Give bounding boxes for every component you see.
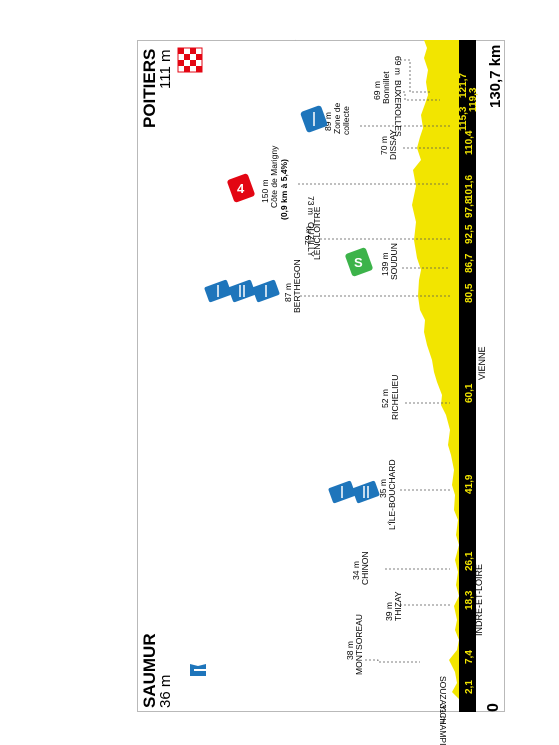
svg-text:SOUDUN: SOUDUN [389, 243, 399, 280]
km-mark: 115,3 [458, 106, 469, 131]
svg-text:BUXEROLLES: BUXEROLLES [393, 80, 403, 137]
place-thizay: 39 m THIZAY [384, 591, 403, 621]
start-header: SAUMUR 36 m [140, 633, 208, 708]
km-mark: 97,8 [464, 198, 475, 218]
sprint-marker-soudun: S [345, 247, 373, 277]
place-buxerolles: 69 m BUXEROLLES [393, 56, 403, 137]
start-alt: 36 m [157, 675, 174, 708]
finish-name: POITIERS [140, 49, 159, 128]
svg-text:MONTSOREAU: MONTSOREAU [354, 614, 364, 675]
bonus-flag-icon [352, 480, 380, 504]
km-mark: 92,5 [464, 224, 475, 244]
finish-alt: 111 m [157, 50, 174, 89]
bonus-flag-icon [204, 279, 232, 303]
svg-text:69 m: 69 m [393, 56, 403, 75]
svg-text:69 m: 69 m [372, 81, 382, 100]
km-mark: 86,7 [464, 253, 475, 273]
place-lencloitre: 79 m LENCLOÎTRE [303, 206, 322, 260]
svg-text:OUZILLY: OUZILLY [306, 222, 316, 257]
km-mark: 18,3 [464, 590, 475, 610]
svg-text:38 m: 38 m [345, 641, 355, 660]
km-mark: 121,7 [458, 73, 469, 98]
place-berthegon: 87 m BERTHEGON [283, 259, 302, 313]
total-distance: 130,7 km [487, 45, 504, 108]
bonus-flag-icon [328, 480, 356, 504]
place-chinon: 34 m CHINON [351, 551, 370, 585]
km-mark: 110,4 [464, 130, 475, 155]
sprint-icon [345, 247, 373, 277]
place-souzay: 31 m SOUZAY-CHAMPIGNY [438, 676, 448, 745]
svg-text:RICHELIEU: RICHELIEU [390, 375, 400, 420]
place-ile-bouchard: 35 m L'ÎLE-BOUCHARD [378, 459, 397, 530]
svg-text:S: S [354, 255, 363, 270]
svg-text:70 m: 70 m [379, 136, 389, 155]
place-montsoreau: 38 m MONTSOREAU [345, 614, 364, 675]
svg-text:52 m: 52 m [380, 389, 390, 408]
region-label-1: MAINE-ET-LOIRE [462, 627, 472, 700]
climb-marker-marigny: 4 [227, 173, 255, 203]
svg-text:139 m: 139 m [380, 252, 390, 276]
bonus-flag-icon [228, 279, 256, 303]
place-labels: 31 m SOUZAY-CHAMPIGNY 38 m MONTSOREAU 39… [260, 56, 448, 745]
svg-text:4: 4 [237, 181, 245, 196]
svg-text:(0,9 km à 5,4%): (0,9 km à 5,4%) [279, 159, 289, 220]
svg-text:Zone de: Zone de [332, 103, 342, 134]
svg-text:150 m: 150 m [260, 179, 270, 203]
bonus-marker-zone-collecte [300, 105, 328, 133]
start-flag-icon [190, 664, 208, 676]
bonus-flag-icon [252, 279, 280, 303]
svg-text:73 m: 73 m [306, 196, 316, 215]
climb-category-icon [227, 173, 255, 203]
km-mark: 7,4 [464, 650, 475, 664]
svg-text:CHINON: CHINON [360, 551, 370, 585]
bonus-marker-ile-bouchard [328, 480, 380, 504]
svg-text:87 m: 87 m [283, 283, 293, 302]
terrain-profile [412, 40, 459, 707]
place-dissay: 70 m DISSAY [379, 129, 398, 160]
km-mark: 101,6 [464, 175, 475, 200]
checkered-flag-icon [177, 47, 203, 73]
svg-text:39 m: 39 m [384, 602, 394, 621]
svg-text:89 m: 89 m [323, 112, 333, 131]
leader-lines [298, 59, 450, 663]
finish-header: POITIERS 111 m [140, 47, 203, 128]
svg-text:L'ÎLE-BOUCHARD: L'ÎLE-BOUCHARD [387, 459, 397, 530]
km-band [459, 40, 476, 712]
svg-text:Bonnillet: Bonnillet [381, 71, 391, 104]
km-mark: 41,9 [464, 474, 475, 494]
km-mark: 60,1 [464, 383, 475, 403]
place-zone-de-collecte: 89 m Zone de collecte [323, 103, 351, 135]
distance-zero: 0 [485, 703, 502, 712]
place-bonnillet: 69 m Bonnillet [372, 71, 391, 104]
svg-text:THIZAY: THIZAY [393, 591, 403, 621]
svg-text:79 m: 79 m [303, 226, 313, 245]
svg-text:LENCLOÎTRE: LENCLOÎTRE [312, 206, 322, 260]
km-marks: 2,1 7,4 18,3 26,1 41,9 60,1 80,5 86,7 92… [458, 73, 479, 694]
svg-text:34 m: 34 m [351, 561, 361, 580]
svg-text:BERTHEGON: BERTHEGON [292, 259, 302, 313]
km-mark: 2,1 [464, 680, 475, 694]
km-mark: 80,5 [464, 283, 475, 303]
region-label-2: INDRE-ET-LOIRE [474, 564, 484, 636]
km-mark: 26,1 [464, 551, 475, 571]
profile-frame [137, 40, 505, 712]
svg-text:collecte: collecte [341, 106, 351, 135]
svg-text:DISSAY: DISSAY [388, 129, 398, 160]
svg-text:31 m: 31 m [438, 704, 448, 723]
place-soudun: 139 m SOUDUN [380, 243, 399, 280]
svg-text:35 m: 35 m [378, 479, 388, 498]
place-ouzilly: 73 m OUZILLY [306, 196, 316, 257]
bonus-marker-berthegon [204, 279, 280, 303]
svg-text:Côte de Marigny: Côte de Marigny [269, 145, 279, 208]
start-name: SAUMUR [140, 633, 159, 708]
river-label: VIENNE [477, 346, 487, 380]
svg-text:SOUZAY-CHAMPIGNY: SOUZAY-CHAMPIGNY [438, 676, 448, 745]
km-mark: 119,3 [468, 87, 479, 112]
place-richelieu: 52 m RICHELIEU [380, 375, 400, 420]
place-cote-de-marigny: 150 m Côte de Marigny (0,9 km à 5,4%) [260, 145, 289, 220]
